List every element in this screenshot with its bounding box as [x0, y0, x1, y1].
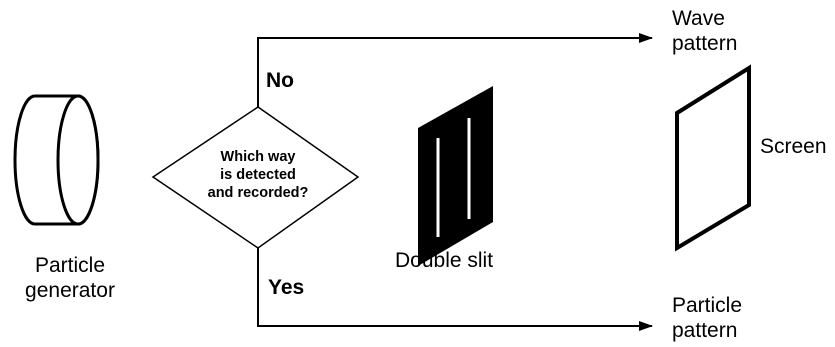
- screen-label: Screen: [760, 135, 827, 158]
- wave-pattern-label-line2: pattern: [672, 32, 738, 56]
- decision-label: Which way is detected and recorded?: [168, 148, 348, 202]
- double-slit-label: Double slit: [395, 249, 494, 272]
- particle-generator-label: Particle generator: [12, 253, 128, 303]
- screen-panel: [675, 64, 751, 252]
- upper-path-arrow: [257, 33, 653, 107]
- double-slit-icon: [418, 86, 493, 266]
- yes-label: Yes: [268, 276, 305, 299]
- particle-pattern-label-line2: pattern: [672, 319, 738, 343]
- no-label: No: [266, 69, 294, 92]
- particle-generator-icon: [13, 94, 100, 226]
- decision-label-line3: and recorded?: [207, 185, 309, 202]
- decision-diamond: [151, 106, 360, 249]
- particle-generator-label-line2: generator: [25, 279, 115, 303]
- lower-path-arrow: [257, 248, 653, 331]
- decision-label-line2: is detected: [220, 167, 296, 184]
- particle-generator-label-line1: Particle: [34, 254, 106, 277]
- decision-label-line1: Which way: [220, 149, 296, 165]
- particle-pattern-label-line1: Particle: [672, 294, 743, 317]
- wave-pattern-label-line1: Wave: [672, 7, 725, 30]
- particle-pattern-label: Particle pattern: [672, 293, 742, 343]
- wave-pattern-label: Wave pattern: [672, 6, 737, 56]
